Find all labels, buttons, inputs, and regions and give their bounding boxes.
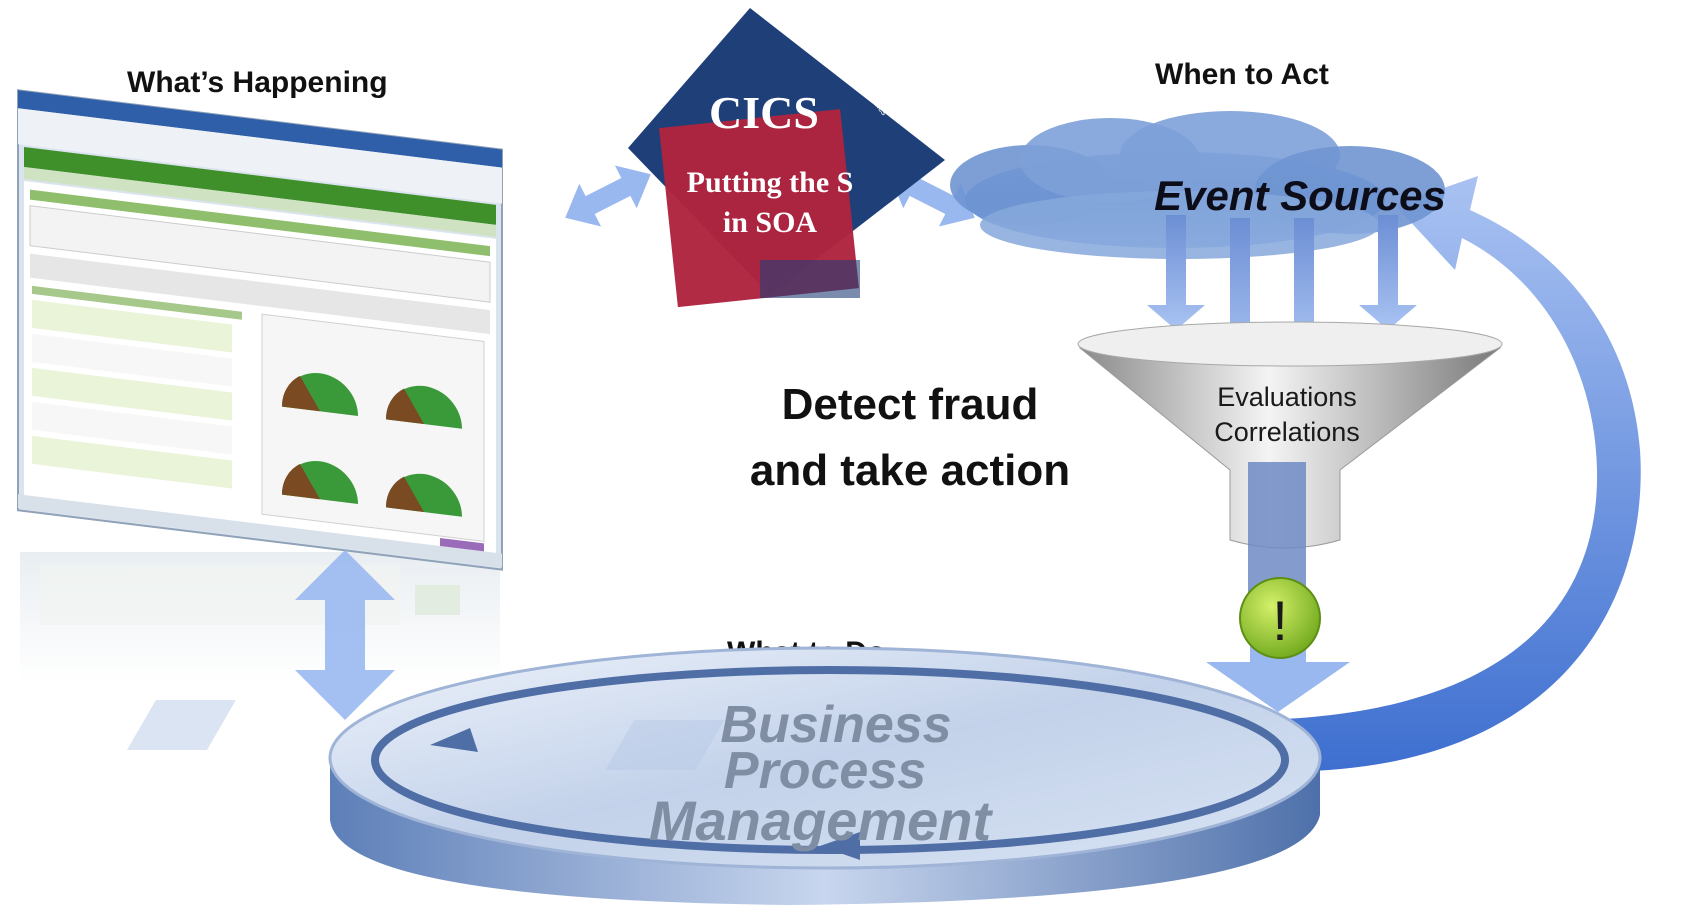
dashboard-header-bar [24, 146, 496, 225]
detect-fraud-line1: Detect fraud [781, 380, 1039, 429]
event-sources-label: Event Sources [1154, 172, 1446, 219]
bpm-cycle-arrowhead-bottom [820, 832, 860, 860]
evaluation-funnel: Evaluations Correlations [1077, 321, 1503, 622]
funnel-label-correlations: Correlations [1214, 417, 1360, 447]
bpm-label-business: Business [720, 696, 951, 754]
when-to-act-heading: When to Act [1155, 58, 1329, 91]
detect-fraud-message: Detect fraud and take action [720, 372, 1100, 504]
dashboard-to-bpm-arrow [295, 550, 395, 720]
cics-logo-line2: in SOA [723, 206, 818, 239]
event-sources-cloud: Event Sources [950, 111, 1446, 259]
alert-icon: ! [1239, 577, 1321, 659]
dashboard-screenshot [17, 89, 503, 682]
bpm-cycle-ring [371, 666, 1289, 854]
funnel-label-evaluations: Evaluations [1217, 382, 1357, 412]
alert-symbol: ! [1272, 589, 1288, 652]
bpm-cycle-arrowhead-left [430, 728, 478, 752]
dashboard-gauges [261, 313, 485, 542]
bpm-label-management: Management [649, 789, 994, 852]
cics-logo: CICS Putting the S in SOA www.ibm.com/ci… [628, 8, 945, 308]
bpm-label-process: Process [724, 742, 926, 800]
bpm-disk: Business Process Management [126, 646, 1322, 905]
cics-logo-title: CICS [709, 87, 819, 138]
cics-logo-line1: Putting the S [687, 166, 854, 199]
dashboard-to-cics-arrow [565, 165, 651, 227]
detect-fraud-line2: and take action [749, 446, 1071, 495]
whats-happening-heading: What’s Happening [127, 66, 388, 99]
event-stream-arrows [1147, 215, 1417, 366]
